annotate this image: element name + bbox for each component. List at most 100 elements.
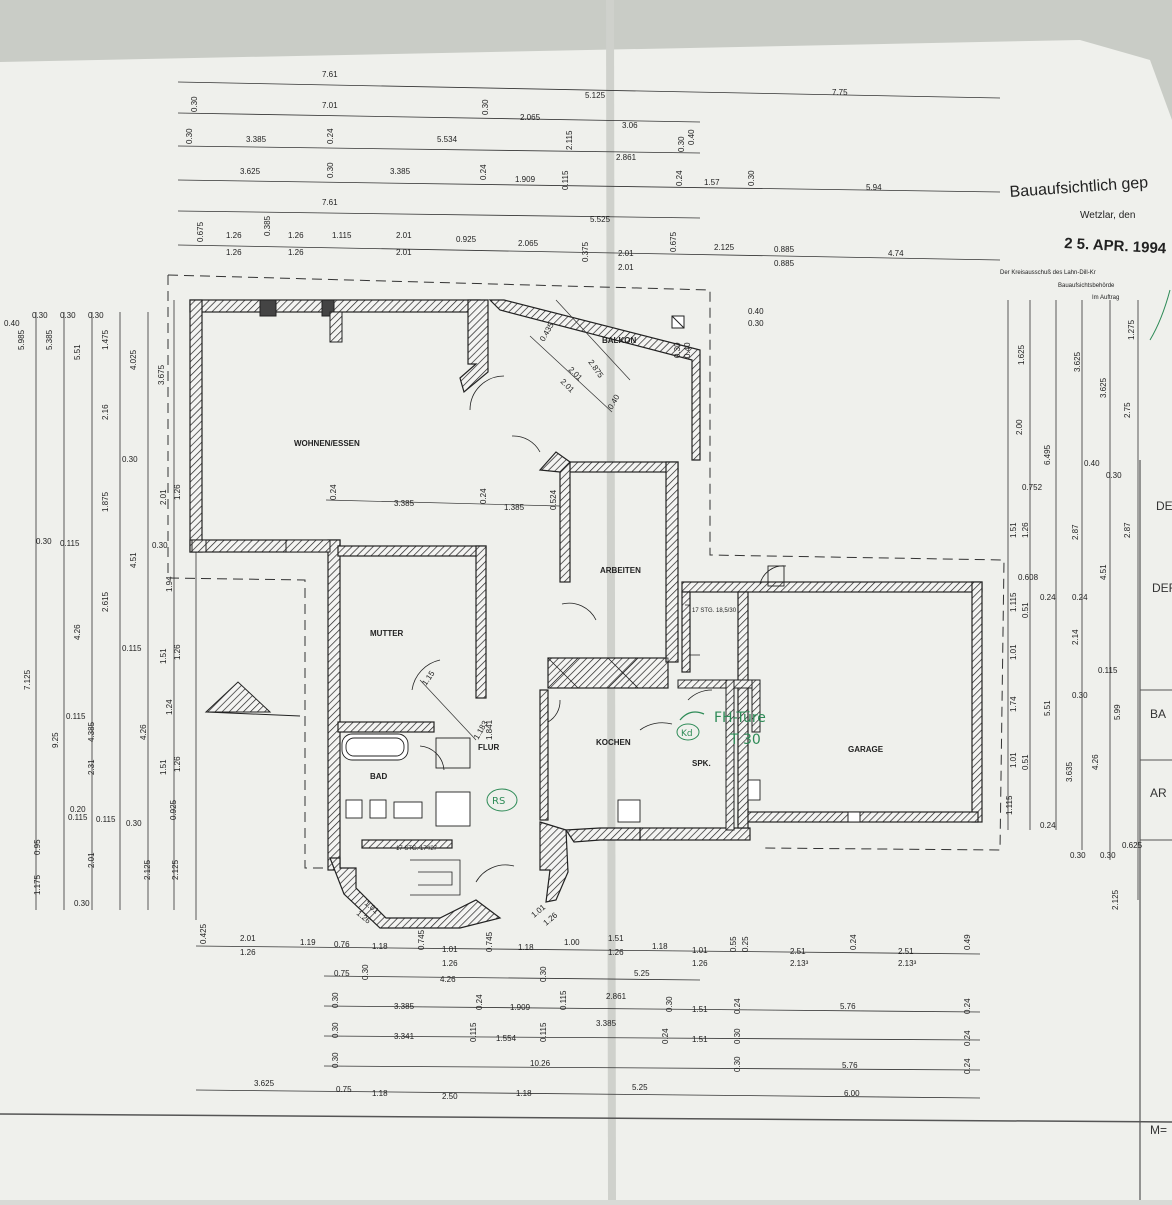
dim-right-33: 1.115 bbox=[1005, 795, 1014, 815]
dim-right-18: 0.24 bbox=[1072, 593, 1088, 602]
dim-bot-r6-3: 2.50 bbox=[442, 1092, 458, 1101]
wall-posts bbox=[191, 299, 861, 823]
dim-bot-r3-1: 3.385 bbox=[394, 1002, 415, 1011]
dim-left-8: 3.675 bbox=[157, 364, 166, 385]
dim-top-r6b-4: 0.885 bbox=[774, 259, 795, 268]
dim-left-42: 2.125 bbox=[171, 859, 180, 880]
dim-int-11: 0.40 bbox=[683, 342, 692, 358]
dim-bot-r1b-4: 2.13³ bbox=[790, 959, 809, 968]
balkon-dims bbox=[529, 299, 631, 413]
dim-left-3: 5.985 bbox=[17, 329, 26, 350]
dim-top-r4-9: 0.30 bbox=[747, 170, 756, 186]
paper-fold bbox=[606, 0, 616, 1201]
dim-right-6: 3.625 bbox=[1099, 377, 1108, 398]
dim-right-36: 0.30 bbox=[1100, 851, 1116, 860]
dim-bot-r1b-1: 1.26 bbox=[442, 959, 458, 968]
dim-top-r3-5: 2.115 bbox=[565, 130, 574, 150]
dim-bot-r3-8: 0.24 bbox=[733, 998, 742, 1014]
dim-bot-r1-17: 2.51 bbox=[898, 947, 914, 956]
dim-right-34: 0.24 bbox=[1040, 821, 1056, 830]
toilet-icon bbox=[345, 799, 363, 819]
dim-bot-r4-0: 0.30 bbox=[331, 1022, 340, 1038]
dim-top-r4-3: 0.24 bbox=[479, 164, 488, 180]
dim-right-21: 4.51 bbox=[1099, 564, 1108, 580]
stove-icon bbox=[617, 799, 641, 823]
bottom-dimension-lines bbox=[195, 945, 981, 1099]
fire-door-annotation: Kd FH-Türe T 30 RS bbox=[486, 710, 766, 812]
dim-right-30: 0.51 bbox=[1021, 754, 1030, 770]
stamp-line2: Wetzlar, den bbox=[1080, 210, 1135, 221]
dim-bot-r5-4: 0.24 bbox=[963, 1058, 972, 1074]
dim-bot-r3-6: 0.30 bbox=[665, 996, 674, 1012]
dim-bot-r5-2: 0.30 bbox=[733, 1056, 742, 1072]
bidet-icon bbox=[369, 799, 387, 819]
dim-left-24: 7.125 bbox=[23, 669, 32, 690]
dim-left-37: 0.925 bbox=[169, 799, 178, 820]
dim-bot-r6-4: 1.18 bbox=[516, 1089, 532, 1098]
shower-icon bbox=[435, 791, 471, 827]
dim-top-r4-1: 0.30 bbox=[326, 162, 335, 178]
dim-top-r6-8: 0.375 bbox=[581, 241, 590, 262]
stair-upper-label: 17 STG. 18,5/30 bbox=[692, 608, 737, 614]
dim-right-15: 2.87 bbox=[1123, 522, 1132, 538]
dim-left-33: 0.20 bbox=[70, 805, 86, 814]
dim-bot-r2-4: 5.25 bbox=[634, 969, 650, 978]
stamp-line6: Im Auftrag bbox=[1092, 295, 1119, 301]
top-dimension-lines bbox=[177, 81, 1001, 261]
dim-bot-r5-1: 10.26 bbox=[530, 1059, 551, 1068]
dim-right-29: 1.01 bbox=[1009, 752, 1018, 768]
dim-top-r1-1: 5.125 bbox=[585, 91, 606, 100]
dim-bot-r1b-5: 2.13³ bbox=[898, 959, 917, 968]
dim-bot-r3-0: 0.30 bbox=[331, 992, 340, 1008]
dim-right-22: 1.01 bbox=[1009, 644, 1018, 660]
dim-top-r2-0: 0.30 bbox=[190, 96, 199, 112]
dim-top-r3-1: 3.385 bbox=[246, 135, 267, 144]
dim-top-r1-2: 7.75 bbox=[832, 88, 848, 97]
dim-left-40: 2.01 bbox=[87, 852, 96, 868]
dashed-roof-outline bbox=[167, 274, 1005, 869]
dim-top-r6-5: 2.01 bbox=[396, 231, 412, 240]
dim-right-1: 0.30 bbox=[748, 319, 764, 328]
dim-bot-r1b-3: 1.26 bbox=[692, 959, 708, 968]
dim-bot-r2-1: 0.30 bbox=[361, 964, 370, 980]
dim-top-r6-1: 1.26 bbox=[226, 231, 242, 240]
stair-lines bbox=[410, 604, 700, 896]
dim-top-r6-10: 0.675 bbox=[669, 231, 678, 252]
dim-top-r4-6: 2.861 bbox=[616, 153, 637, 162]
room-mutter: MUTTER bbox=[370, 629, 404, 638]
right-dims-text: 0.40 0.30 1.625 1.275 2.00 3.625 3.625 2… bbox=[748, 307, 1143, 910]
dim-left-16: 4.51 bbox=[129, 552, 138, 568]
dim-left-36: 0.30 bbox=[126, 819, 142, 828]
dim-right-28: 5.99 bbox=[1113, 704, 1122, 720]
dim-left-6: 1.475 bbox=[101, 329, 110, 350]
dim-top-r6b-3: 2.01 bbox=[618, 263, 634, 272]
dim-right-17: 0.24 bbox=[1040, 593, 1056, 602]
dim-bot-r2-0: 0.75 bbox=[334, 969, 350, 978]
dim-bot-r2-3: 0.30 bbox=[539, 966, 548, 982]
dim-left-5: 5.51 bbox=[73, 344, 82, 360]
dim-bot-r3-10: 0.24 bbox=[963, 998, 972, 1014]
dim-bot-r3-2: 0.24 bbox=[475, 994, 484, 1010]
dim-left-20: 4.26 bbox=[73, 624, 82, 640]
dim-bot-r1-18: 0.49 bbox=[963, 934, 972, 950]
dim-top-r5-1: 5.525 bbox=[590, 215, 611, 224]
dim-left-0: 0.30 bbox=[32, 311, 48, 320]
dim-bot-r6-0: 3.625 bbox=[254, 1079, 275, 1088]
dim-bot-r4-5: 3.385 bbox=[596, 1019, 617, 1028]
room-flur: FLUR bbox=[478, 743, 500, 752]
dim-top-r3-3: 5.534 bbox=[437, 135, 458, 144]
room-labels: WOHNEN/ESSEN BALKON ARBEITEN MUTTER BAD … bbox=[294, 336, 884, 781]
dim-top-r4-7: 0.24 bbox=[675, 170, 684, 186]
dim-bot-r1-9: 1.00 bbox=[564, 938, 580, 947]
dim-right-32: 4.26 bbox=[1091, 754, 1100, 770]
dim-top-r6-3: 1.26 bbox=[288, 231, 304, 240]
dim-top-r6-12: 0.885 bbox=[774, 245, 795, 254]
dim-left-13: 1.26 bbox=[173, 484, 182, 500]
dim-int-10: 0.30 bbox=[673, 342, 682, 358]
dim-right-3: 1.275 bbox=[1127, 319, 1136, 340]
room-bad: BAD bbox=[370, 772, 388, 781]
dim-right-23: 2.14 bbox=[1071, 629, 1080, 645]
dim-right-19: 1.115 bbox=[1009, 592, 1018, 612]
dim-right-5: 3.625 bbox=[1073, 351, 1082, 372]
dim-int-3: 0.24 bbox=[479, 488, 488, 504]
